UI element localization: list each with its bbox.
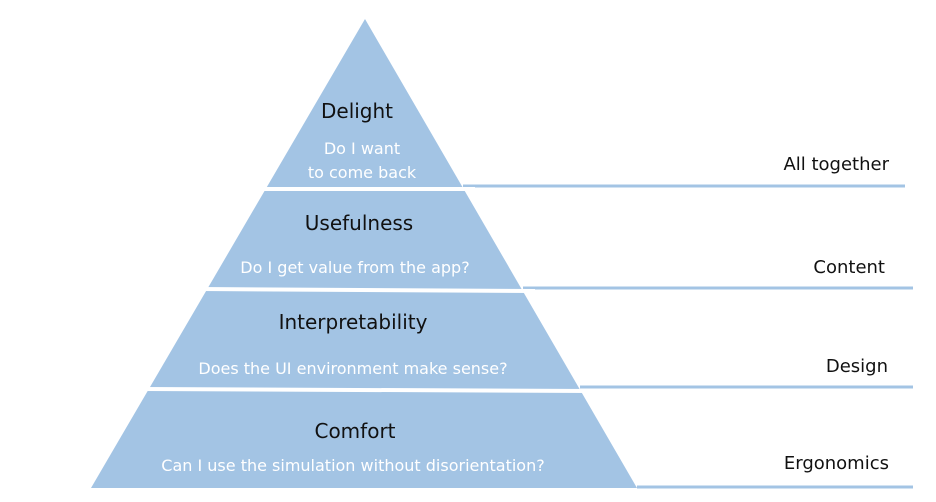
tier-question-delight-line1: Do I want (324, 139, 400, 158)
tier-separator (142, 387, 593, 393)
side-label-all-together: All together (783, 154, 889, 175)
tier-question-comfort: Can I use the simulation without disorie… (161, 456, 544, 475)
tier-title-delight: Delight (321, 99, 393, 123)
pyramid-shape (91, 19, 637, 488)
tier-title-interpretability: Interpretability (279, 310, 428, 334)
tier-question-usefulness: Do I get value from the app? (240, 258, 469, 277)
side-label-ergonomics: Ergonomics (784, 453, 889, 474)
tier-question-delight-line2: to come back (308, 163, 417, 182)
tier-title-comfort: Comfort (314, 419, 395, 443)
tier-separator (199, 287, 536, 293)
side-label-design: Design (826, 356, 888, 377)
tier-title-usefulness: Usefulness (305, 211, 413, 235)
tier-question-interpretability: Does the UI environment make sense? (198, 359, 507, 378)
side-label-content: Content (813, 257, 885, 278)
